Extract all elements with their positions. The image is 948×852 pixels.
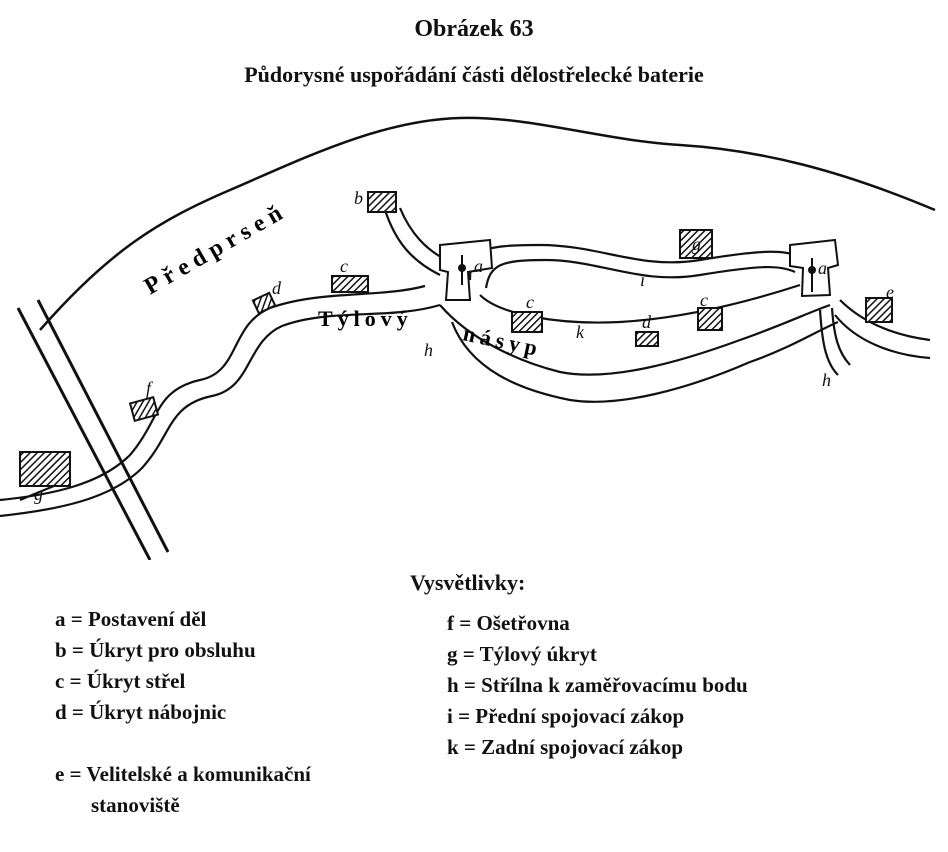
legend-item-e: e = Velitelské a komunikační stanoviště bbox=[55, 728, 395, 852]
gun-position-2 bbox=[789, 238, 840, 298]
shelter-e bbox=[865, 297, 893, 323]
shelter-c-1 bbox=[331, 275, 369, 293]
shelter-d-2 bbox=[635, 331, 659, 347]
gun-position-1 bbox=[439, 238, 494, 301]
marker-b: b bbox=[354, 188, 363, 208]
marker-g-2: g bbox=[34, 484, 43, 504]
legend-right-column: f = Ošetřovna g = Týlový úkryt h = Stříl… bbox=[447, 608, 907, 763]
shelter-b bbox=[367, 191, 397, 213]
legend-left-column: a = Postavení děl b = Úkryt pro obsluhu … bbox=[55, 604, 395, 852]
shelter-c-3 bbox=[697, 307, 723, 331]
legend-item-h: h = Střílna k zaměřovacímu bodu bbox=[447, 673, 748, 697]
marker-c-1: c bbox=[340, 256, 348, 276]
shelter-d-1 bbox=[251, 291, 277, 315]
parapet-line bbox=[39, 116, 936, 331]
legend-item-f: f = Ošetřovna bbox=[447, 611, 570, 635]
legend-item-c: c = Úkryt střel bbox=[55, 669, 186, 693]
marker-a-1: a bbox=[474, 256, 483, 276]
road-line-b bbox=[36, 299, 170, 553]
legend-item-a: a = Postavení děl bbox=[55, 607, 207, 631]
marker-e: e bbox=[886, 282, 894, 302]
figure-title: Obrázek 63 bbox=[414, 16, 534, 42]
marker-g-1: g bbox=[692, 234, 701, 254]
road-line-a bbox=[16, 307, 152, 560]
marker-d-2: d bbox=[642, 312, 652, 332]
shelter-c-2 bbox=[511, 311, 543, 333]
shelter-f bbox=[128, 395, 160, 423]
marker-f: f bbox=[146, 378, 154, 398]
marker-h-2: h bbox=[822, 370, 831, 390]
label-tylovy: Týlový bbox=[318, 306, 413, 331]
legend-item-g: g = Týlový úkryt bbox=[447, 642, 597, 666]
shelter-g-1 bbox=[679, 229, 713, 259]
shelter-g-2 bbox=[19, 451, 71, 487]
marker-c-2: c bbox=[526, 292, 534, 312]
legend-item-b: b = Úkryt pro obsluhu bbox=[55, 638, 256, 662]
marker-d-1: d bbox=[272, 278, 282, 298]
marker-c-3: c bbox=[700, 290, 708, 310]
legend-item-d: d = Úkryt nábojnic bbox=[55, 700, 227, 724]
legend-item-e-continuation: stanoviště bbox=[91, 793, 180, 817]
figure-subtitle: Půdorysné uspořádání části dělostřelecké… bbox=[244, 62, 704, 87]
legend-title: Vysvětlivky: bbox=[410, 570, 526, 595]
legend-item-i: i = Přední spojovací zákop bbox=[447, 704, 685, 728]
marker-i: i bbox=[640, 270, 645, 290]
marker-k: k bbox=[576, 322, 585, 342]
label-predprsen: Předprseň bbox=[140, 197, 292, 300]
legend-item-k: k = Zadní spojovací zákop bbox=[447, 735, 684, 759]
marker-h-1: h bbox=[424, 340, 433, 360]
legend-item-e-text: e = Velitelské a komunikační bbox=[55, 762, 311, 786]
battery-plan-diagram: Předprseň Týlový násyp a a b c c c d d e… bbox=[0, 116, 936, 560]
marker-a-2: a bbox=[818, 258, 827, 278]
